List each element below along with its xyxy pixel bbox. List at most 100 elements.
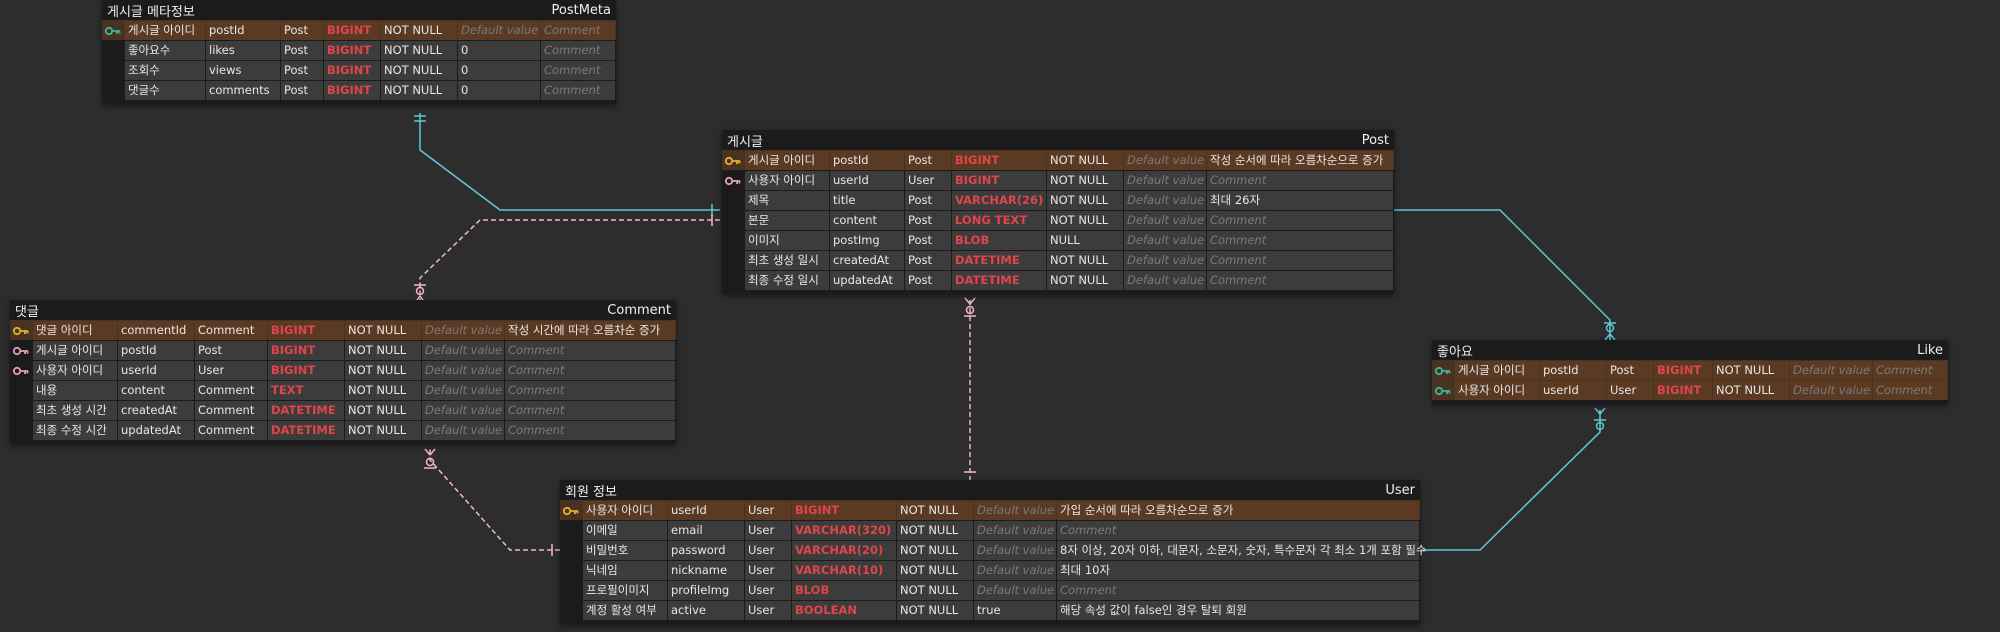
column-comment[interactable]: Comment bbox=[1207, 231, 1393, 250]
column-domain[interactable]: Comment bbox=[195, 381, 267, 400]
column-default-value[interactable]: Default value bbox=[1790, 381, 1872, 400]
column-nullable[interactable]: NOT NULL bbox=[1713, 381, 1789, 400]
column-logical-name[interactable]: 사용자 아이디 bbox=[583, 501, 667, 520]
column-domain[interactable]: User bbox=[745, 601, 791, 620]
column-nullable[interactable]: NOT NULL bbox=[1047, 251, 1123, 270]
column-comment[interactable]: Comment bbox=[1207, 211, 1393, 230]
column-nullable[interactable]: NOT NULL bbox=[381, 61, 457, 80]
column-physical-name[interactable]: profileImg bbox=[668, 581, 744, 600]
column-nullable[interactable]: NOT NULL bbox=[345, 421, 421, 440]
column-domain[interactable]: Comment bbox=[195, 401, 267, 420]
column-physical-name[interactable]: updatedAt bbox=[830, 271, 904, 290]
column-logical-name[interactable]: 제목 bbox=[745, 191, 829, 210]
column-data-type[interactable]: BIGINT bbox=[952, 171, 1046, 190]
column-default-value[interactable]: Default value bbox=[974, 541, 1056, 560]
column-data-type[interactable]: DATETIME bbox=[268, 421, 344, 440]
column-default-value[interactable]: Default value bbox=[422, 321, 504, 340]
column-comment[interactable]: Comment bbox=[1057, 521, 1419, 540]
column-default-value[interactable]: Default value bbox=[1124, 171, 1206, 190]
column-logical-name[interactable]: 댓글수 bbox=[125, 81, 205, 100]
column-nullable[interactable]: NOT NULL bbox=[1047, 191, 1123, 210]
column-physical-name[interactable]: postId bbox=[830, 151, 904, 170]
column-default-value[interactable]: Default value bbox=[1124, 231, 1206, 250]
column-physical-name[interactable]: userId bbox=[668, 501, 744, 520]
column-comment[interactable]: 작성 시간에 따라 오름차순 증가 bbox=[505, 321, 675, 340]
column-data-type[interactable]: BLOB bbox=[792, 581, 896, 600]
column-default-value[interactable]: Default value bbox=[422, 381, 504, 400]
column-domain[interactable]: Post bbox=[281, 41, 323, 60]
column-domain[interactable]: Post bbox=[281, 21, 323, 40]
column-logical-name[interactable]: 최초 생성 일시 bbox=[745, 251, 829, 270]
column-domain[interactable]: Comment bbox=[195, 421, 267, 440]
column-logical-name[interactable]: 사용자 아이디 bbox=[33, 361, 117, 380]
column-data-type[interactable]: LONG TEXT bbox=[952, 211, 1046, 230]
column-nullable[interactable]: NOT NULL bbox=[345, 381, 421, 400]
column-logical-name[interactable]: 이메일 bbox=[583, 521, 667, 540]
column-physical-name[interactable]: commentId bbox=[118, 321, 194, 340]
relation-user-comment[interactable] bbox=[424, 448, 560, 556]
column-logical-name[interactable]: 본문 bbox=[745, 211, 829, 230]
column-physical-name[interactable]: email bbox=[668, 521, 744, 540]
column-default-value[interactable]: Default value bbox=[422, 401, 504, 420]
column-logical-name[interactable]: 댓글 아이디 bbox=[33, 321, 117, 340]
column-default-value[interactable]: Default value bbox=[422, 361, 504, 380]
column-logical-name[interactable]: 사용자 아이디 bbox=[1455, 381, 1539, 400]
column-logical-name[interactable]: 프로필이미지 bbox=[583, 581, 667, 600]
column-data-type[interactable]: BIGINT bbox=[268, 321, 344, 340]
column-physical-name[interactable]: content bbox=[830, 211, 904, 230]
column-physical-name[interactable]: userId bbox=[1540, 381, 1606, 400]
column-physical-name[interactable]: postId bbox=[206, 21, 280, 40]
column-default-value[interactable]: Default value bbox=[1124, 271, 1206, 290]
column-logical-name[interactable]: 게시글 아이디 bbox=[125, 21, 205, 40]
column-physical-name[interactable]: nickname bbox=[668, 561, 744, 580]
column-data-type[interactable]: BIGINT bbox=[1654, 361, 1712, 380]
column-logical-name[interactable]: 닉네임 bbox=[583, 561, 667, 580]
column-default-value[interactable]: Default value bbox=[1124, 251, 1206, 270]
column-domain[interactable]: User bbox=[195, 361, 267, 380]
column-domain[interactable]: Post bbox=[281, 61, 323, 80]
column-physical-name[interactable]: postImg bbox=[830, 231, 904, 250]
column-nullable[interactable]: NOT NULL bbox=[345, 321, 421, 340]
column-logical-name[interactable]: 사용자 아이디 bbox=[745, 171, 829, 190]
column-nullable[interactable]: NOT NULL bbox=[897, 581, 973, 600]
column-default-value[interactable]: 0 bbox=[458, 81, 540, 100]
column-physical-name[interactable]: title bbox=[830, 191, 904, 210]
column-nullable[interactable]: NOT NULL bbox=[897, 601, 973, 620]
column-comment[interactable]: Comment bbox=[505, 401, 675, 420]
column-physical-name[interactable]: createdAt bbox=[118, 401, 194, 420]
column-comment[interactable]: Comment bbox=[505, 421, 675, 440]
column-domain[interactable]: Post bbox=[1607, 361, 1653, 380]
column-nullable[interactable]: NOT NULL bbox=[897, 541, 973, 560]
column-default-value[interactable]: Default value bbox=[974, 561, 1056, 580]
column-comment[interactable]: 최대 10자 bbox=[1057, 561, 1419, 580]
column-data-type[interactable]: VARCHAR(26) bbox=[952, 191, 1046, 210]
column-physical-name[interactable]: comments bbox=[206, 81, 280, 100]
column-domain[interactable]: User bbox=[745, 561, 791, 580]
column-nullable[interactable]: NOT NULL bbox=[1047, 211, 1123, 230]
column-domain[interactable]: Post bbox=[905, 151, 951, 170]
column-data-type[interactable]: DATETIME bbox=[952, 251, 1046, 270]
column-data-type[interactable]: TEXT bbox=[268, 381, 344, 400]
column-nullable[interactable]: NOT NULL bbox=[381, 41, 457, 60]
column-comment[interactable]: Comment bbox=[541, 41, 615, 60]
column-physical-name[interactable]: userId bbox=[118, 361, 194, 380]
column-physical-name[interactable]: postId bbox=[118, 341, 194, 360]
column-default-value[interactable]: Default value bbox=[974, 581, 1056, 600]
column-nullable[interactable]: NOT NULL bbox=[897, 561, 973, 580]
column-domain[interactable]: User bbox=[1607, 381, 1653, 400]
column-comment[interactable]: Comment bbox=[1207, 251, 1393, 270]
column-nullable[interactable]: NOT NULL bbox=[1047, 151, 1123, 170]
column-data-type[interactable]: DATETIME bbox=[952, 271, 1046, 290]
